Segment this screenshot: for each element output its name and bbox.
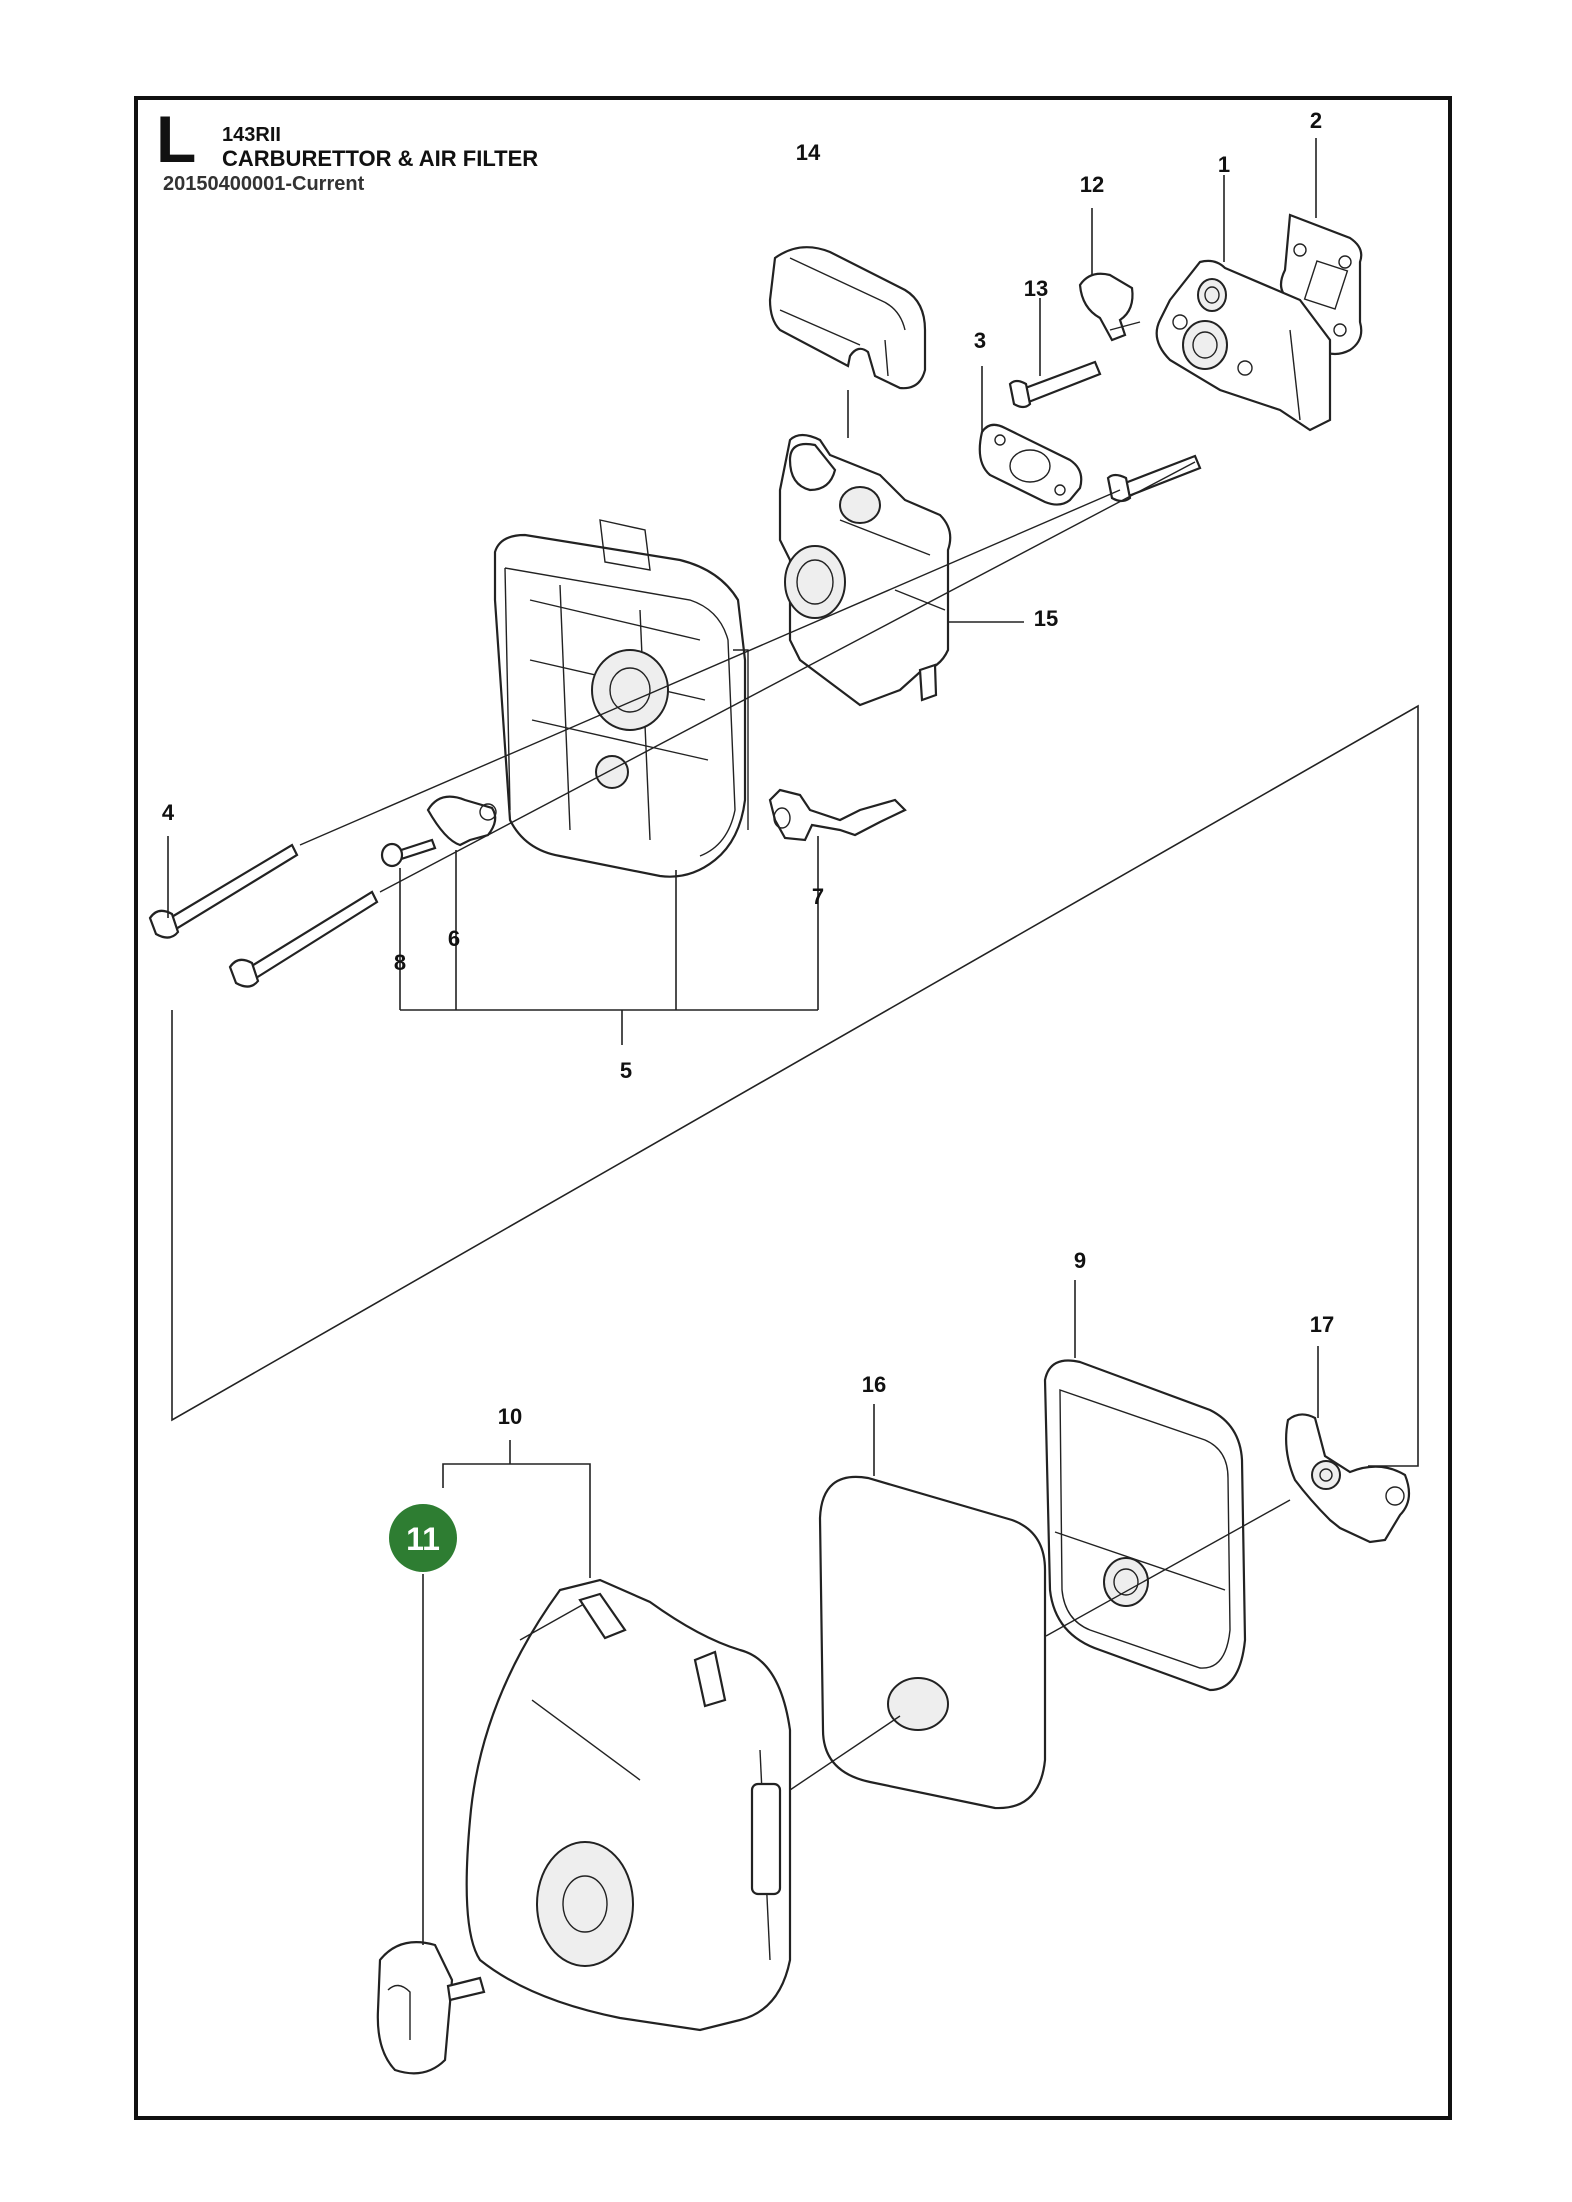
callout-14[interactable]: 14 bbox=[796, 140, 821, 165]
callout-3[interactable]: 3 bbox=[974, 328, 986, 353]
part-12-clip[interactable] bbox=[1078, 272, 1141, 342]
section-letter: L bbox=[156, 102, 197, 176]
part-11-knob[interactable] bbox=[376, 1941, 486, 2075]
callout-17[interactable]: 17 bbox=[1310, 1312, 1334, 1337]
callout-6[interactable]: 6 bbox=[448, 926, 460, 951]
callout-15[interactable]: 15 bbox=[1034, 606, 1058, 631]
part-5-air-filter-base[interactable] bbox=[493, 519, 749, 878]
diagram-title: CARBURETTOR & AIR FILTER bbox=[222, 146, 539, 171]
part-9-filter-frame[interactable] bbox=[1043, 1359, 1247, 1692]
part-13-screw[interactable] bbox=[1008, 360, 1102, 409]
part-17-bracket[interactable] bbox=[1285, 1413, 1411, 1544]
highlight-badge bbox=[389, 1504, 457, 1572]
callout-4[interactable]: 4 bbox=[162, 800, 175, 825]
part-6-choke-plate[interactable] bbox=[426, 795, 497, 847]
part-16-air-filter[interactable] bbox=[818, 1475, 1047, 1810]
screw-lower[interactable] bbox=[1106, 454, 1202, 503]
callout-1[interactable]: 1 bbox=[1218, 152, 1230, 177]
part-14-carburettor-cover[interactable] bbox=[768, 246, 927, 390]
callout-8[interactable]: 8 bbox=[394, 950, 406, 975]
part-10-air-filter-cover[interactable] bbox=[465, 1578, 792, 2032]
callout-16[interactable]: 16 bbox=[862, 1372, 886, 1397]
document-id: 20150400001-Current bbox=[163, 173, 365, 195]
callout-2[interactable]: 2 bbox=[1310, 108, 1322, 133]
model-number: 143RII bbox=[222, 124, 281, 146]
callout-5[interactable]: 5 bbox=[620, 1058, 632, 1083]
part-3-carburettor-gasket[interactable] bbox=[978, 423, 1083, 506]
part-15-carburettor[interactable] bbox=[778, 433, 952, 707]
callout-9[interactable]: 9 bbox=[1074, 1248, 1086, 1273]
part-1-intake-manifold[interactable] bbox=[1155, 259, 1332, 432]
callout-12[interactable]: 12 bbox=[1080, 172, 1104, 197]
callout-11-highlighted[interactable]: 11 bbox=[389, 1504, 457, 1572]
part-8-screw[interactable] bbox=[380, 838, 437, 868]
callout-7[interactable]: 7 bbox=[812, 884, 824, 909]
callout-13[interactable]: 13 bbox=[1024, 276, 1048, 301]
part-7-choke-lever[interactable] bbox=[768, 788, 907, 842]
callout-11[interactable]: 11 bbox=[406, 1521, 440, 1557]
diagram-frame bbox=[134, 96, 1452, 2120]
callout-10[interactable]: 10 bbox=[498, 1404, 522, 1429]
part-4-screw[interactable] bbox=[148, 843, 379, 988]
